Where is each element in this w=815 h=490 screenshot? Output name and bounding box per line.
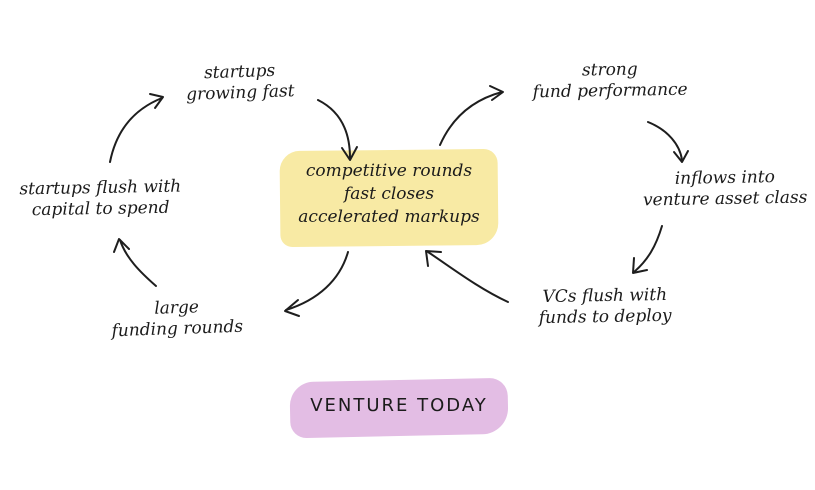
node-fund-performance: strong fund performance (520, 58, 701, 103)
arrowhead-flush-to-growing (149, 93, 164, 109)
center-line-3: accelerated markups (298, 207, 480, 227)
arrow-inflows-to-vcs (633, 225, 663, 273)
arrow-flush-to-growing (109, 97, 163, 163)
arrowhead-large-to-flush (113, 238, 130, 253)
node-startups-flush: startups flush with capital to spend (8, 176, 194, 221)
arrow-vcs-to-center (427, 251, 509, 303)
diagram-title: VENTURE TODAY (310, 395, 488, 416)
arrowhead-vcs-to-center (425, 250, 442, 267)
node-large-rounds: large funding rounds (91, 295, 262, 343)
arrowhead-growing-to-center (341, 146, 358, 161)
node-inflows: inflows into venture asset class (635, 166, 815, 211)
arrow-large-to-flush (119, 239, 157, 287)
center-line-2: fast closes (343, 184, 435, 204)
arrowhead-center-to-large (284, 299, 300, 317)
node-fund-performance-line-2: fund performance (532, 79, 688, 103)
arrow-center-to-large (285, 251, 349, 311)
center-line-1: competitive rounds (305, 161, 473, 181)
arrowhead-inflows-to-vcs (632, 257, 648, 274)
node-vcs-flush-line-2: funds to deploy (538, 305, 672, 329)
arrow-growing-to-center (317, 99, 351, 159)
arrow-performance-to-inflows (647, 121, 683, 161)
arrowhead-performance-to-inflows (673, 150, 689, 163)
node-inflows-line-2: venture asset class (642, 187, 808, 211)
arrow-center-to-performance (439, 91, 503, 146)
center-node: competitive rounds fast closes accelerat… (280, 160, 498, 229)
node-startups-flush-line-2: capital to spend (31, 197, 170, 221)
arrowhead-center-to-performance (489, 85, 504, 101)
node-vcs-flush-line-1: VCs flush with (542, 284, 668, 308)
node-startups-growing: startups growing fast (164, 59, 315, 106)
node-vcs-flush: VCs flush with funds to deploy (520, 285, 691, 330)
